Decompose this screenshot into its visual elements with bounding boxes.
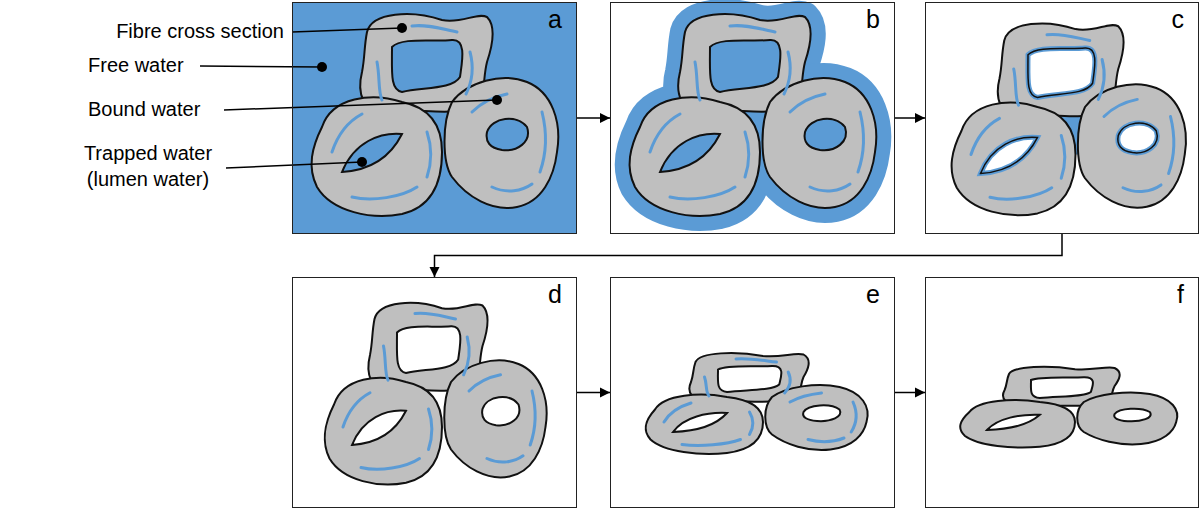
panel-letter: a	[548, 5, 562, 34]
stage-panel: a	[292, 2, 577, 234]
flow-arrow	[577, 113, 610, 123]
stage-panel: f	[925, 277, 1199, 508]
panel-letter: b	[866, 5, 880, 34]
stage-panel: b	[610, 2, 895, 234]
panel-letter: d	[548, 280, 562, 309]
panel-letter: f	[1177, 280, 1184, 309]
panel-letter: e	[866, 280, 880, 309]
flow-arrow	[577, 388, 610, 398]
callout-label: Trapped water (lumen water)	[58, 140, 238, 192]
callout-label: Free water	[88, 52, 268, 78]
flow-arrow	[430, 234, 1063, 277]
callout-label: Fibre cross section	[0, 18, 284, 44]
flow-arrow	[895, 113, 925, 123]
panel-letter: c	[1172, 5, 1185, 34]
stage-panel: c	[925, 2, 1199, 234]
stage-panel: e	[610, 277, 895, 508]
stage-panel: d	[292, 277, 577, 508]
callout-label: Bound water	[88, 96, 268, 122]
flow-arrow	[895, 388, 925, 398]
